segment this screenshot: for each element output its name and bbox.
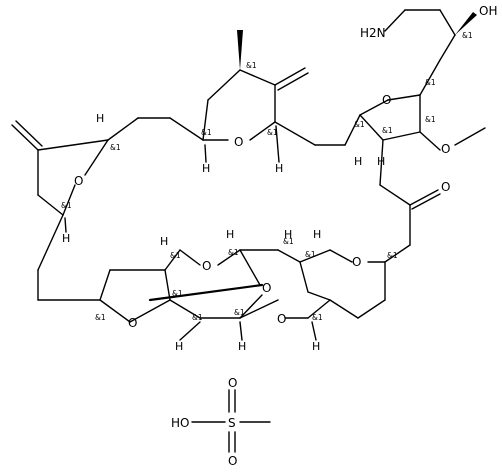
hydrogen-label: H xyxy=(377,155,385,168)
hydrogen-label: H xyxy=(202,162,210,175)
right-tetrahydrofuran-ring xyxy=(344,94,486,186)
ring-oxygen-d: O xyxy=(128,316,137,330)
stereo-label: &1 xyxy=(61,201,72,210)
hydrogen-label: H xyxy=(313,228,321,241)
ring-oxygen-b: O xyxy=(262,281,271,295)
stereo-label: &1 xyxy=(267,128,278,137)
mesylate-oxygen-bottom: O xyxy=(228,454,237,468)
hydrogen-label: H xyxy=(62,232,70,245)
stereo-label: &1 xyxy=(387,251,398,260)
hydrogen-label: H xyxy=(160,235,168,248)
amine-label: H2N xyxy=(360,26,386,40)
stereo-label: &1 xyxy=(234,308,245,317)
stereo-label: &1 xyxy=(228,248,239,257)
mesylate-oxygen-top: O xyxy=(228,376,237,390)
hydrogen-label: H xyxy=(354,155,362,168)
stereo-label: &1 xyxy=(425,78,436,87)
thf-left-oxygen: O xyxy=(74,174,83,188)
stereo-label: &1 xyxy=(192,313,203,322)
hydrogen-label: H xyxy=(238,340,246,353)
stereo-label: &1 xyxy=(246,61,257,70)
hydroxyl-label: OH xyxy=(479,4,497,18)
top-pyran-ring xyxy=(137,30,346,146)
hydrogen-label: H xyxy=(312,340,320,353)
stereo-label: &1 xyxy=(172,289,183,298)
stereo-label: &1 xyxy=(95,313,106,322)
hydrogen-label: H xyxy=(175,340,183,353)
methoxy-oxygen: O xyxy=(441,142,450,156)
stereo-label: &1 xyxy=(170,251,181,260)
polycyclic-cage xyxy=(99,249,386,323)
pyran-top-oxygen: O xyxy=(234,135,243,149)
aminopropanol-side-chain xyxy=(384,9,477,96)
left-tetrahydrofuran-ring xyxy=(11,117,139,301)
stereo-label: &1 xyxy=(305,250,316,259)
stereo-label: &1 xyxy=(312,313,323,322)
mesylate xyxy=(191,389,271,453)
hydrogen-label: H xyxy=(96,112,104,125)
hydrogen-label: H xyxy=(275,162,283,175)
stereo-label: &1 xyxy=(201,128,212,137)
ring-oxygen-e: O xyxy=(277,312,286,326)
ring-oxygen-a: O xyxy=(202,259,211,273)
stereo-label: &1 xyxy=(382,126,393,135)
stereo-label: &1 xyxy=(462,31,473,40)
ketone-oxygen: O xyxy=(441,180,450,194)
mesylate-sulfur: S xyxy=(228,416,236,430)
mesylate-hydroxyl: HO xyxy=(171,416,189,430)
stereo-label: &1 xyxy=(425,115,436,124)
stereo-label: &1 xyxy=(354,120,365,129)
hydrogen-label: H xyxy=(284,228,292,241)
stereo-label: &1 xyxy=(283,237,294,246)
ring-oxygen-c: O xyxy=(352,255,361,269)
hydrogen-label: H xyxy=(226,228,234,241)
thf-right-oxygen: O xyxy=(382,93,391,107)
stereo-label: &1 xyxy=(110,143,121,152)
ketone-linker xyxy=(379,184,441,263)
